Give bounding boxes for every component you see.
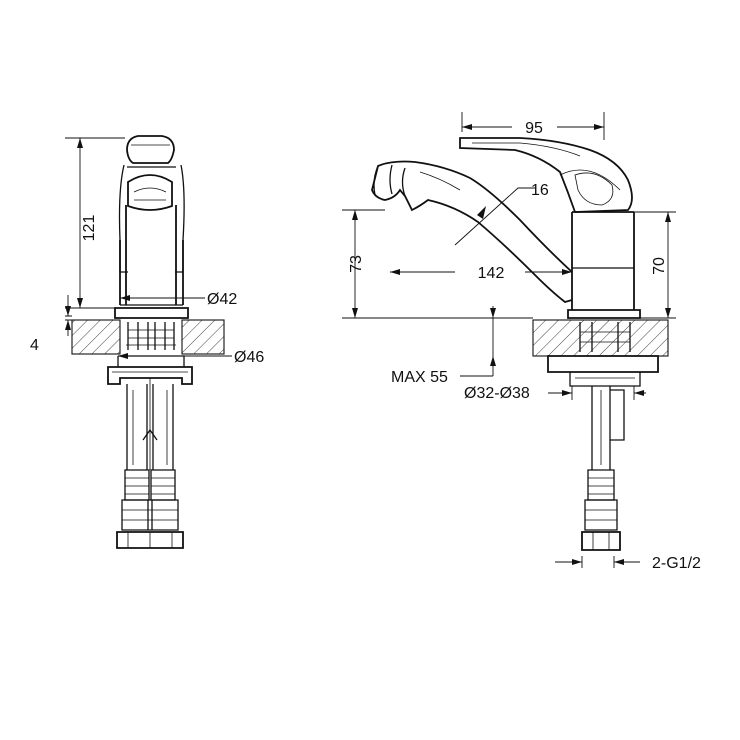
dim-max-55: MAX 55: [391, 369, 448, 386]
side-body: [571, 211, 635, 310]
spout: [371, 160, 573, 303]
side-base: [567, 309, 641, 319]
dim-plate-4: 4: [30, 337, 39, 354]
handle-lever: [118, 164, 185, 272]
dim-connection: 2-G1/2: [652, 555, 701, 572]
dim-height-121: 121: [81, 215, 98, 242]
base-flange: [114, 307, 189, 319]
countertop-side: [532, 319, 669, 357]
hose-fittings: [124, 469, 176, 501]
side-hex-nut: [581, 531, 621, 551]
dim-height-70: 70: [651, 257, 668, 275]
front-view: 121 4 Ø42 Ø46: [30, 135, 264, 549]
side-mounting-stud: [579, 322, 631, 352]
dim-length-95: 95: [525, 120, 543, 137]
mounting-bracket: [107, 366, 193, 385]
mounting-stud: [127, 322, 175, 350]
dim-reach-142: 142: [478, 265, 505, 282]
side-lever-handle: [459, 137, 633, 213]
dim-body-diameter: Ø42: [207, 291, 237, 308]
dim-hole-diameter: Ø32-Ø38: [464, 385, 530, 402]
countertop-right: [181, 319, 225, 355]
side-hose-fitting: [587, 469, 615, 501]
supply-hoses: [126, 384, 174, 470]
dim-base-diameter: Ø46: [234, 349, 264, 366]
body: [119, 205, 184, 305]
side-supply-hose: [591, 386, 611, 470]
countertop-left: [71, 319, 121, 355]
handle-cap: [126, 135, 175, 164]
lever-front: [127, 174, 173, 211]
hex-nuts: [116, 531, 184, 549]
side-mounting-bracket: [547, 355, 659, 373]
dim-spout-16: 16: [531, 182, 549, 199]
side-view: 95 16 73 142 70 MAX 55 Ø32-Ø38 2-G1/2: [342, 112, 701, 572]
dim-height-73: 73: [348, 255, 365, 273]
